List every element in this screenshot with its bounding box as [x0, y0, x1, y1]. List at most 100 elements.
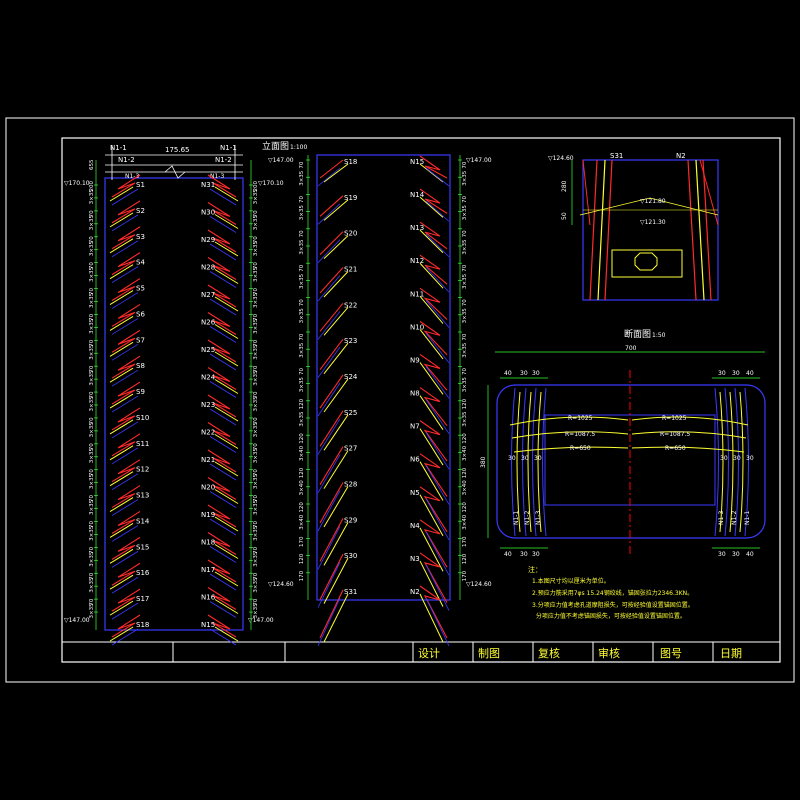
left-s-label: S18	[136, 621, 149, 629]
left-n-blue	[209, 408, 237, 426]
left-dim-left: 70	[89, 417, 95, 424]
section-radius-right-2: R=1087.5	[660, 431, 690, 438]
left-dim-right: 200	[253, 180, 259, 191]
left-n-blue	[209, 298, 237, 316]
cross-section-view: 断面图 1:50 700 40 30 30 30 30	[480, 328, 766, 558]
mid-s-blue	[317, 382, 341, 417]
mid-s-tendon-yellow	[323, 235, 349, 260]
left-n-blue	[209, 326, 237, 343]
left-dim-left: 3×35	[89, 422, 95, 438]
left-n-tendon	[207, 339, 237, 363]
left-dim-left: 70	[89, 495, 95, 502]
left-n-label: N22	[201, 429, 215, 437]
mid-s-label: S19	[344, 194, 357, 202]
notes-heading: 注：	[528, 565, 542, 574]
section-inner-right-3: 30	[746, 455, 754, 462]
section-bl-dim-3: 30	[532, 551, 540, 558]
left-dim-right: 70	[253, 572, 259, 579]
left-n-label: N18	[201, 539, 215, 547]
left-dim-right: 3×35	[253, 448, 259, 464]
left-dim-right: 3×35	[253, 525, 259, 541]
left-n-tendon	[207, 449, 237, 473]
mid-s-tendon-yellow	[323, 450, 349, 489]
left-n-tendon	[207, 504, 237, 528]
left-s-tendon	[111, 174, 141, 198]
mid-dim-right: 3×35	[462, 239, 468, 255]
left-s-tendon	[111, 226, 141, 250]
left-n-tendon	[207, 394, 237, 418]
left-s-tendon-yellow	[109, 186, 134, 202]
left-dim-right: 3×35	[253, 241, 259, 257]
left-s-label: S7	[136, 336, 145, 344]
left-n-tendon-yellow	[214, 516, 239, 532]
left-top-dim: 175.65	[165, 146, 190, 154]
left-n-blue	[209, 271, 237, 288]
left-n-label: N19	[201, 511, 215, 519]
mid-n-label: N14	[410, 191, 425, 199]
left-dim-right: 70	[253, 210, 259, 217]
section-bl-dim-2: 30	[520, 551, 528, 558]
left-s-tendon	[111, 562, 141, 586]
mid-dim-left: 3×35	[299, 411, 305, 427]
left-dim-right: 70	[253, 313, 259, 320]
mid-dim-left: 170	[299, 536, 305, 547]
left-n-tendon	[207, 229, 237, 253]
mid-s-tendon-yellow	[323, 378, 349, 413]
mid-n-tendon-yellow	[419, 494, 444, 537]
title-cell-review: 审核	[598, 646, 620, 660]
mid-dim-right: 70	[462, 196, 468, 203]
left-n-tendon-yellow	[214, 626, 239, 642]
left-s-tendon-yellow	[109, 393, 134, 409]
left-top-dim2: 655	[89, 159, 95, 170]
mid-s-blue	[317, 311, 341, 340]
mid-n-tendon-yellow	[419, 295, 444, 324]
mid-dim-right: 70	[462, 264, 468, 271]
mid-n-label: N12	[410, 257, 424, 265]
left-top-label-5: N1-3	[125, 173, 139, 180]
section-tl-dim-2: 30	[520, 370, 528, 377]
mid-n-tendon	[419, 155, 448, 179]
left-s-tendon	[111, 200, 141, 224]
left-n-label: N21	[201, 456, 215, 464]
mid-dim-left: 70	[299, 299, 305, 306]
left-s-label: S15	[136, 543, 149, 551]
inner-frame	[61, 137, 781, 663]
left-dim-right: 70	[253, 520, 259, 527]
left-elev-bottom-left: ▽147.00	[64, 617, 90, 624]
left-s-tendon-yellow	[109, 212, 134, 228]
left-s-tendon	[111, 485, 141, 509]
mid-dim-left: 70	[299, 333, 305, 340]
mid-dim-right: 3×35	[462, 273, 468, 289]
mid-n-label: N15	[410, 158, 424, 166]
left-s-blue	[111, 447, 139, 465]
mid-n-tendon-yellow	[419, 527, 444, 572]
left-s-tendon-yellow	[109, 523, 134, 538]
section-radius-left-1: R=1025	[568, 415, 593, 422]
left-n-tendon	[207, 559, 237, 583]
mid-s-label: S29	[344, 516, 357, 524]
left-s-blue	[111, 395, 139, 413]
section-bundle-right-2: N1-2	[731, 511, 738, 525]
left-s-tendon	[111, 329, 141, 353]
mid-n-label: N11	[410, 290, 424, 298]
mid-s-tendon-yellow	[323, 557, 349, 604]
left-n-label: N17	[201, 566, 215, 574]
left-n-tendon	[207, 587, 237, 610]
section-bundle-left-1: N1-1	[513, 511, 520, 525]
mid-n-tendon-yellow	[419, 593, 444, 643]
mid-n-tendon-yellow	[419, 163, 444, 183]
mid-n-blue	[425, 564, 450, 611]
left-dim-right: 3×35	[253, 189, 259, 205]
mid-n-label: N7	[410, 423, 420, 431]
mid-s-label: S22	[344, 301, 357, 309]
mid-dim-right: 170	[462, 536, 468, 547]
mid-dim-right: 70	[462, 299, 468, 306]
left-dim-left: 70	[89, 262, 95, 269]
left-s-blue	[111, 421, 139, 439]
left-dim-right: 3×35	[253, 551, 259, 567]
mid-n-tendon-yellow	[419, 229, 444, 254]
left-n-tendon-yellow	[214, 489, 239, 504]
left-n-blue	[209, 243, 237, 261]
mid-n-label: N5	[410, 489, 420, 497]
